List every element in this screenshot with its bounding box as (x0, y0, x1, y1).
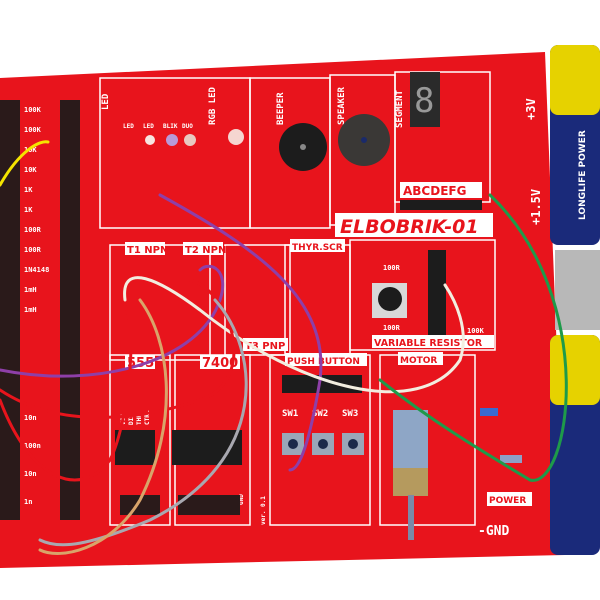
jumper-wires (0, 140, 568, 555)
component-label: 100R (24, 226, 42, 234)
component-label: 100R (24, 246, 42, 254)
beeper-label: BEEPER (276, 92, 286, 125)
component-label: 10n (24, 470, 37, 478)
pin-label: THR (136, 414, 143, 425)
battery-top: LONGLIFE POWER (550, 45, 600, 245)
jumper-wire[interactable] (0, 140, 50, 187)
vr-value: 100R (383, 264, 401, 272)
jumper-wire[interactable] (38, 298, 248, 547)
component-label: 100n (24, 442, 41, 450)
gnd-pin-label: GND (238, 494, 245, 505)
battery-holder (555, 250, 600, 330)
left-header-strip-2 (60, 100, 80, 520)
ic2-label: 7400 (202, 356, 238, 371)
vr-header (428, 250, 446, 335)
rgb-led (228, 129, 244, 145)
speaker-label: SPEAKER (337, 86, 347, 125)
motor-gearbox (393, 468, 428, 496)
gnd-label: -GND (478, 524, 509, 539)
pin-label: DIS (128, 414, 135, 425)
component-label: 1mH (24, 306, 37, 314)
sw2-label: SW2 (312, 409, 328, 419)
push-button-label: PUSH BUTTON (287, 357, 360, 367)
t3-label: T3 PNP (245, 341, 285, 352)
component-label: 1K (24, 206, 33, 214)
led-sub-label: BLIK (163, 123, 178, 130)
plus15v-label: +1.5V (529, 189, 543, 225)
jumper-wire[interactable] (123, 276, 465, 394)
segment-header (400, 200, 482, 210)
component-label: 1n (24, 498, 32, 506)
led-label: LED (101, 93, 111, 110)
sw1-label: SW1 (282, 409, 298, 419)
jumper-wire[interactable] (378, 193, 568, 482)
led-white (145, 135, 155, 145)
left-header-strip (0, 100, 20, 520)
version-label: ver. 0.1 (260, 496, 267, 525)
vr-value: 100R (383, 324, 401, 332)
led-purple (166, 134, 178, 146)
pin-label: CTRL (144, 410, 151, 425)
motor-label: MOTOR (400, 356, 437, 366)
jumper-wire[interactable] (38, 298, 168, 555)
power-label: POWER (489, 496, 526, 506)
motor (393, 410, 428, 470)
jumper-wire[interactable] (0, 298, 133, 482)
push-button-header (282, 375, 362, 393)
component-label: 1N4148 (24, 266, 49, 274)
component-label: 1mH (24, 286, 37, 294)
component-labels: 100K 100K 10K 10K 1K 1K 100R 100R 1N4148 1mH 1mH 10… (24, 106, 49, 506)
component-label: 100K (24, 106, 42, 114)
jumper-wire[interactable] (158, 193, 323, 472)
ic-555-chip (115, 430, 155, 465)
component-label: 10K (24, 166, 37, 174)
sw3-label: SW3 (342, 409, 358, 419)
segment-letters-plate (400, 182, 482, 198)
plus3v-label: +3V (524, 98, 538, 120)
segment-label: SEGMENT (395, 89, 405, 128)
board-title: ELBOBRIK-01 (340, 216, 479, 238)
jumper-wire[interactable] (0, 264, 225, 378)
t1-label: T1 NPN (127, 245, 168, 256)
power-switch-2[interactable] (500, 455, 522, 463)
component-label: 1K (24, 186, 33, 194)
t2-label: T2 NPN (185, 245, 226, 256)
vr-value: 100K (467, 327, 485, 335)
battery-bottom (550, 335, 600, 555)
seven-segment-display (410, 72, 440, 127)
led-sub-labels: LED LED BLIK DUO (123, 123, 193, 130)
segment-letters: ABCDEFG (403, 184, 466, 198)
led-sub-label: LED (123, 123, 134, 130)
pcb-board (0, 52, 565, 568)
variable-resistor-label: VARIABLE RESISTOR (374, 338, 483, 349)
battery-label: LONGLIFE POWER (578, 130, 588, 220)
rgb-led-label: RGB LED (208, 86, 218, 125)
component-label: 10K (24, 146, 37, 154)
component-label: 10n (24, 414, 37, 422)
led-sub-label: LED (143, 123, 154, 130)
svg-text:8: 8 (414, 81, 434, 121)
led-sub-label: DUO (182, 123, 193, 130)
power-switch-1[interactable] (480, 408, 498, 416)
component-label: 100K (24, 126, 42, 134)
led-duo (184, 134, 196, 146)
title-plate (335, 213, 493, 237)
thyristor-label: THYR.SCR (292, 243, 343, 253)
